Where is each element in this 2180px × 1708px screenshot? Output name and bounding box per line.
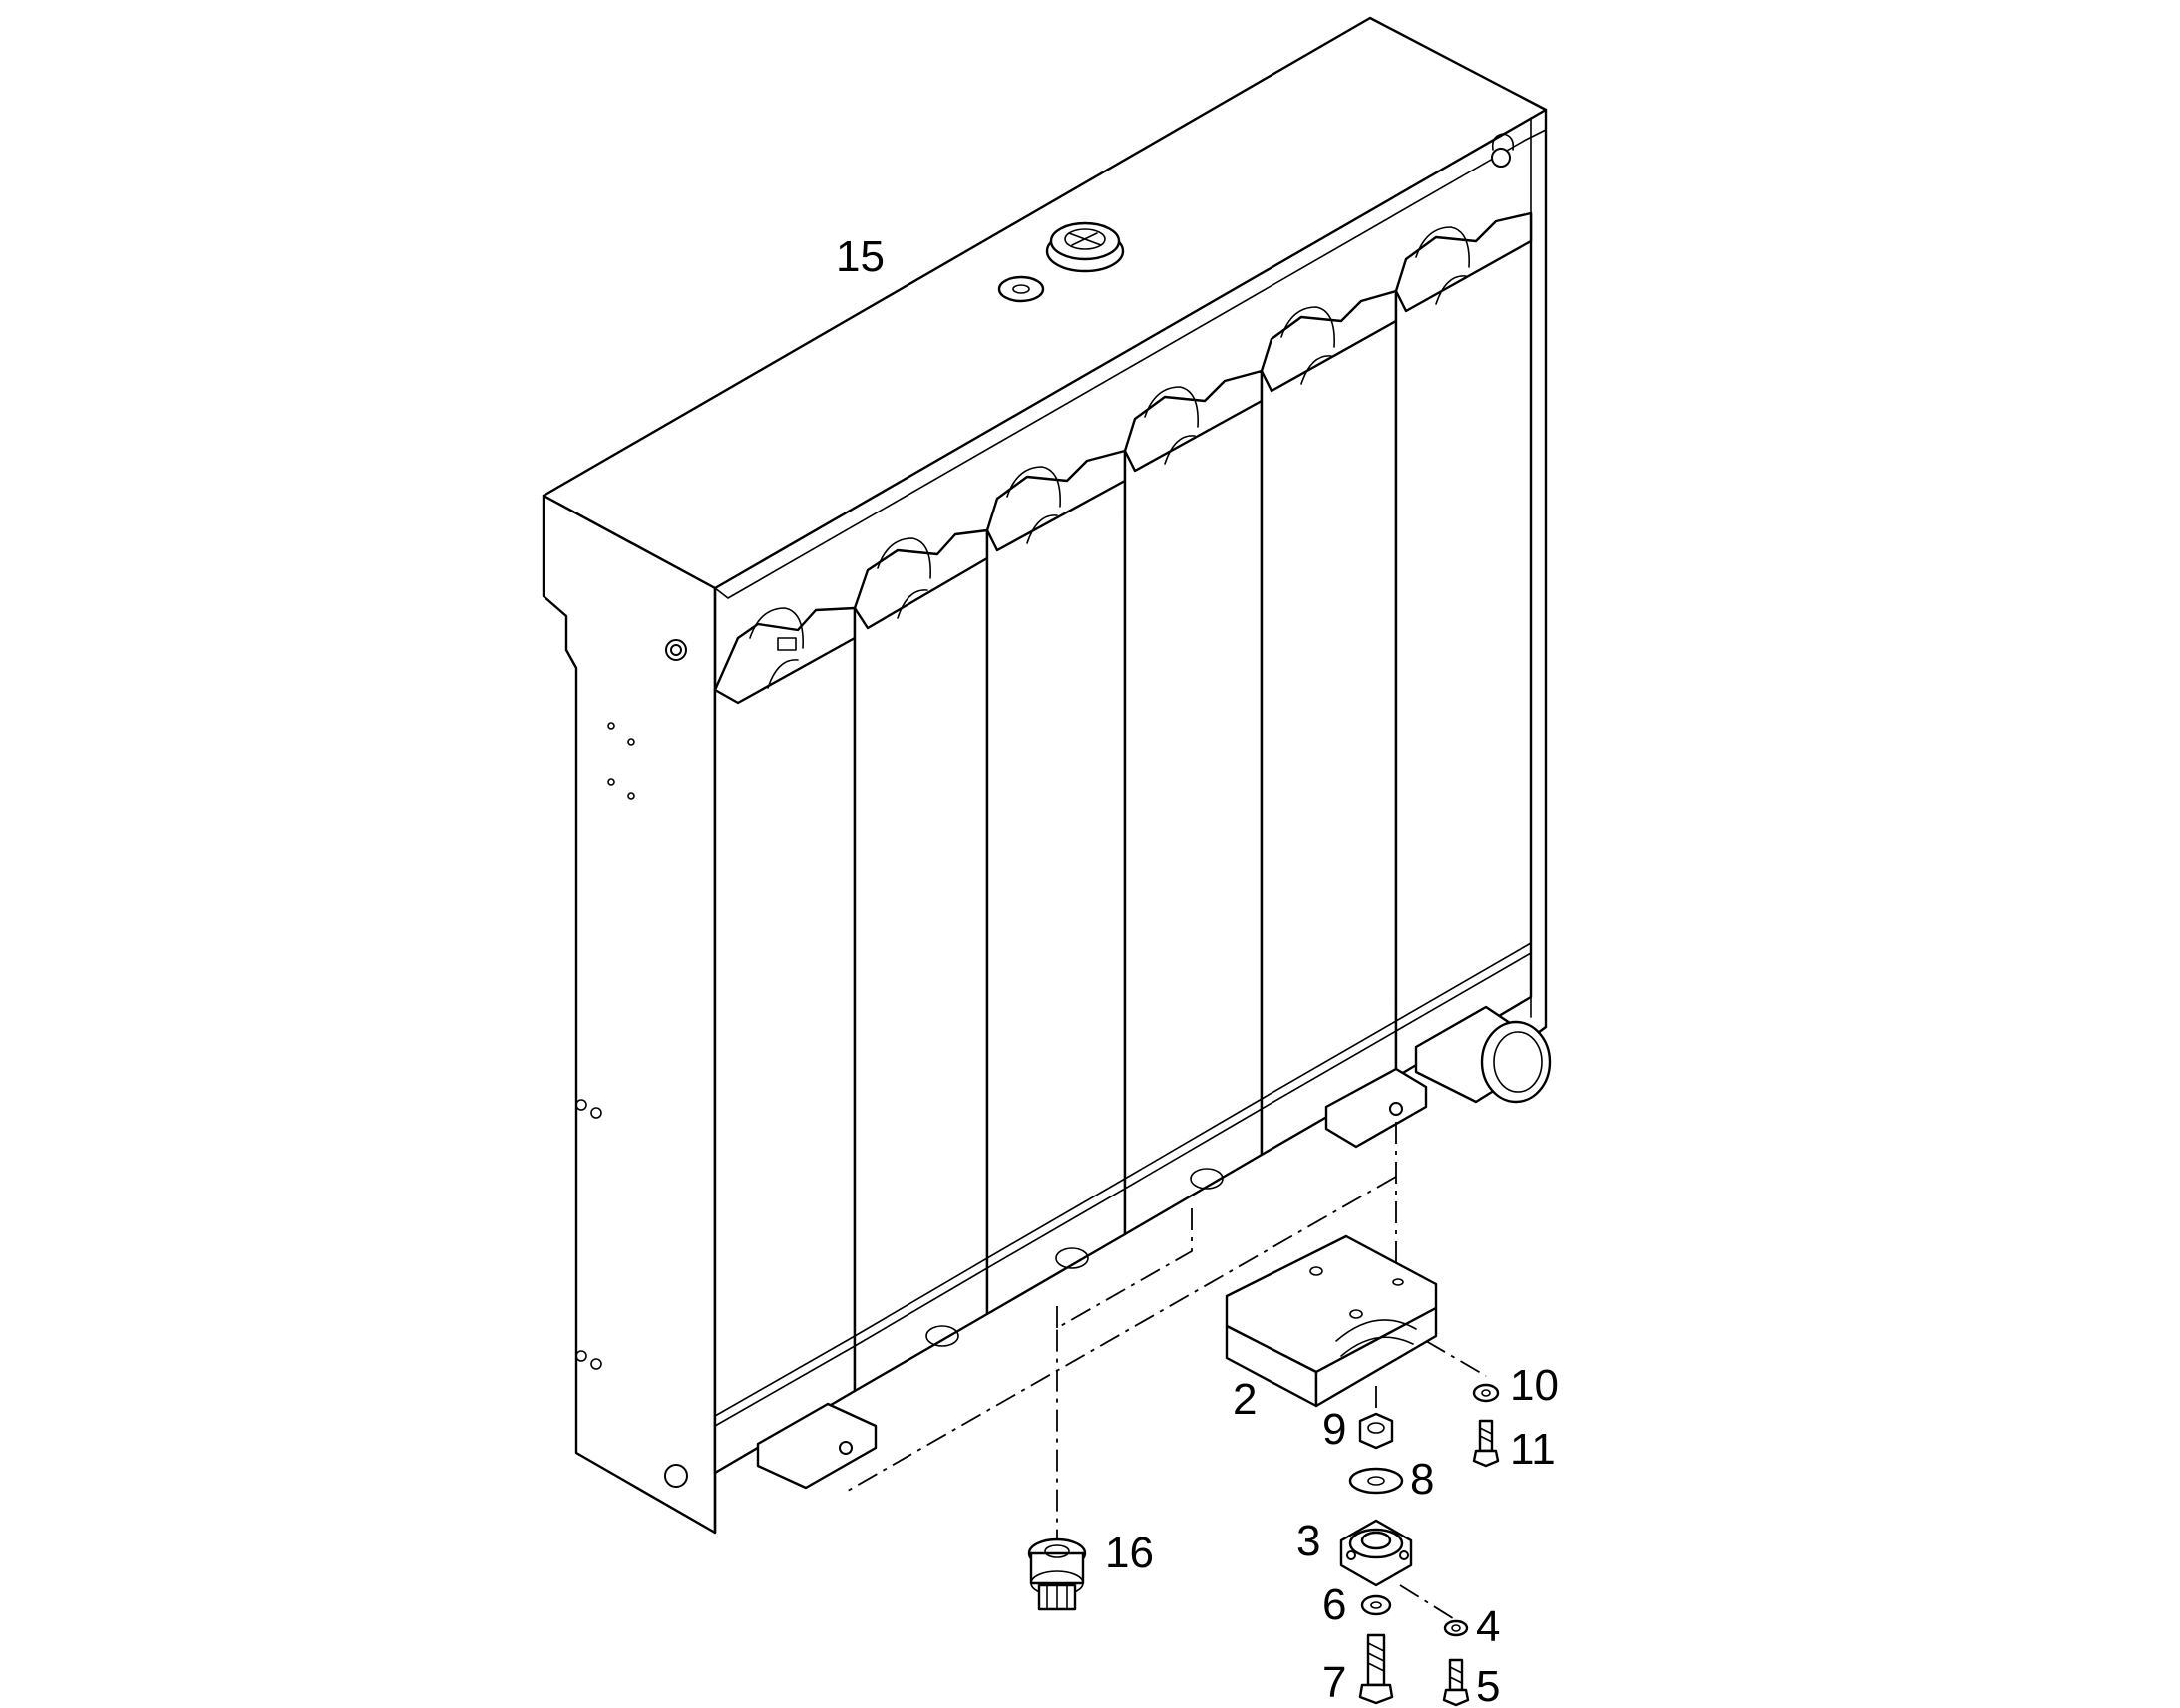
core-module-2 [853,528,989,1393]
radiator-foot-left [756,1402,878,1490]
washer-8 [1348,1467,1404,1495]
label-3: 3 [1296,1517,1320,1565]
hex-nut-9 [1358,1412,1394,1450]
left-side-panel [542,494,717,1535]
filler-cap [997,221,1125,303]
bolt-11 [1472,1419,1500,1468]
label-15: 15 [836,232,885,281]
drain-fitting-16 [1027,1537,1087,1611]
radiator-assembly [542,16,1548,1535]
label-5: 5 [1476,1662,1500,1708]
label-4: 4 [1476,1602,1500,1651]
label-11: 11 [1510,1425,1556,1474]
washer-4 [1443,1619,1469,1637]
label-8: 8 [1410,1455,1434,1504]
bolt-5 [1442,1658,1470,1707]
label-10: 10 [1510,1361,1559,1410]
radiator-foot-right [1324,1067,1428,1149]
core-module-1 [713,606,857,1475]
label-9: 9 [1322,1405,1346,1454]
label-2: 2 [1233,1375,1257,1424]
core-module-6 [1394,211,1533,1079]
washer-6 [1360,1594,1392,1616]
label-16: 16 [1105,1529,1154,1577]
core-module-3 [985,449,1127,1316]
cooler-cores [713,211,1533,1475]
assembly-guide-lines [846,1122,1487,1621]
rubber-mount-3 [1339,1519,1413,1587]
bolt-7 [1358,1633,1394,1705]
core-module-5 [1260,289,1398,1157]
label-7: 7 [1322,1658,1346,1707]
washer-10 [1472,1383,1500,1403]
callout-labels: 15 2 10 9 11 8 3 16 6 4 7 5 [836,232,1559,1708]
label-6: 6 [1322,1580,1346,1629]
core-module-4 [1123,369,1264,1236]
outlet-pipe [1414,1005,1552,1104]
mounting-bracket [1225,1234,1438,1408]
